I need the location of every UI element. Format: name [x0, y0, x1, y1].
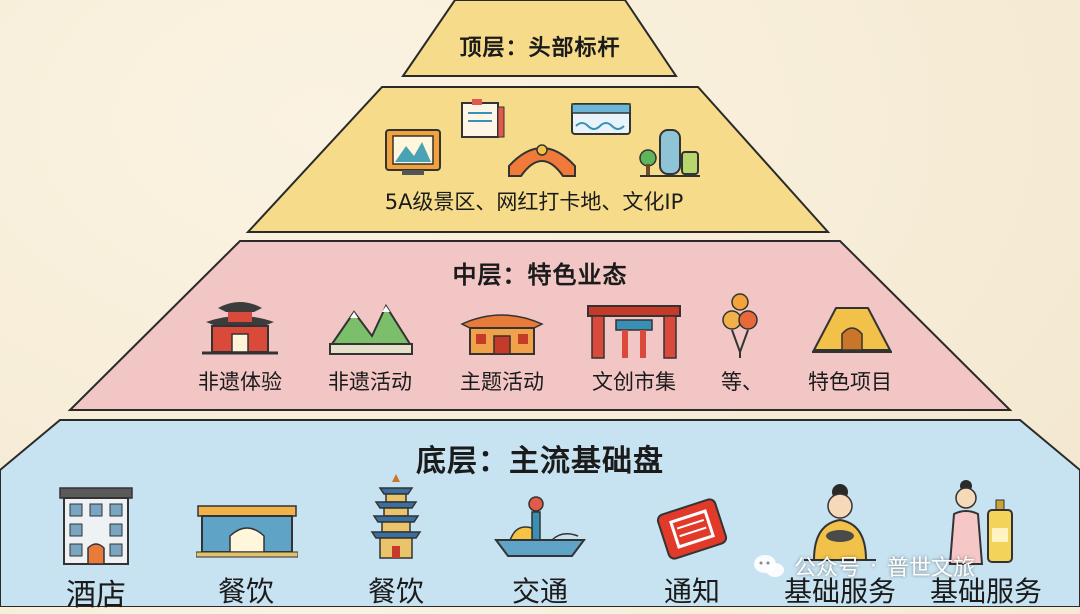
bottom-item-label: 酒店: [66, 578, 126, 613]
bottom-item-label: 基础服务: [929, 575, 1043, 608]
mountains-icon: [329, 303, 413, 355]
person-bowl-icon: [804, 484, 876, 561]
tower-trees-icon: [639, 129, 700, 177]
lantern-icon: [722, 293, 758, 358]
middle-tier-title: 中层：特色业态: [452, 261, 628, 289]
pagoda-icon: [370, 474, 422, 559]
watermark-name: 普世文旅: [887, 556, 976, 581]
middle-item-label: 等、: [721, 370, 763, 394]
top-cap-shape: [401, 0, 678, 77]
pavilion-icon: [202, 302, 278, 355]
gate-icon: [587, 305, 681, 359]
watermark-separator: ·: [870, 553, 878, 579]
frame-icon: [385, 129, 441, 175]
middle-item-label: 非遗活动: [328, 370, 412, 394]
palace-gate-icon: [196, 505, 298, 558]
tent-icon: [812, 307, 892, 353]
arch-bridge-icon: [508, 144, 576, 177]
temple-icon: [460, 314, 544, 355]
middle-item-label: 文创市集: [592, 370, 676, 394]
bottom-item-label: 餐饮: [217, 575, 275, 608]
hotel-icon: [59, 487, 133, 565]
watermark-channel: 公众号: [794, 556, 861, 581]
river-icon: [571, 103, 631, 135]
person-bottle-icon: [948, 480, 1013, 565]
middle-item-label: 特色项目: [808, 370, 892, 394]
middle-item-label: 非遗体验: [198, 370, 282, 394]
bottom-tier-title: 底层：主流基础盘: [416, 444, 664, 479]
top-tier-title: 顶层：头部标杆: [459, 36, 621, 61]
top-tier-subtitle: 5A级景区、网红打卡地、文化IP: [384, 190, 684, 214]
bottom-item-label: 交通: [511, 575, 569, 608]
bottom-item-label: 餐饮: [367, 575, 425, 608]
bottom-item-label: 通知: [663, 575, 721, 608]
boat-icon: [494, 496, 586, 557]
signboard-icon: [461, 99, 505, 138]
bottom-item-label: 基础服务: [783, 575, 897, 608]
watermark: 公众号 · 普世文旅: [752, 546, 1062, 586]
wechat-icon: [754, 555, 784, 577]
ticket-icon: [656, 498, 728, 560]
middle-item-label: 主题活动: [460, 370, 544, 394]
